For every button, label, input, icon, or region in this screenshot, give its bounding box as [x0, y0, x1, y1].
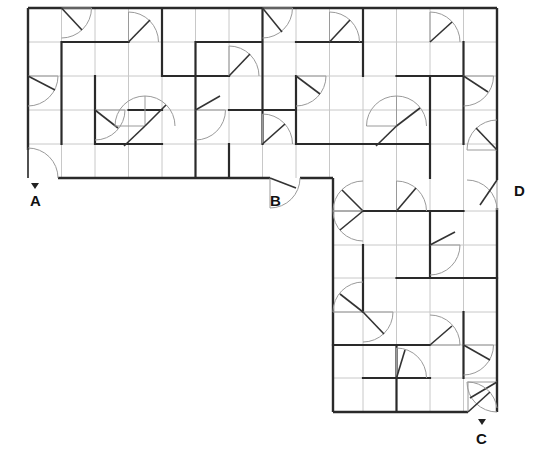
- door-swings: [28, 8, 497, 412]
- interior-wall: [62, 8, 498, 412]
- entrance-marker: [31, 183, 39, 189]
- entrance-marker: [478, 419, 486, 425]
- outer-wall: [28, 8, 497, 412]
- grid-lines: [28, 8, 497, 412]
- point-label: A: [30, 193, 41, 208]
- point-label: B: [270, 193, 281, 208]
- point-label: C: [476, 431, 487, 446]
- point-label: D: [514, 183, 525, 198]
